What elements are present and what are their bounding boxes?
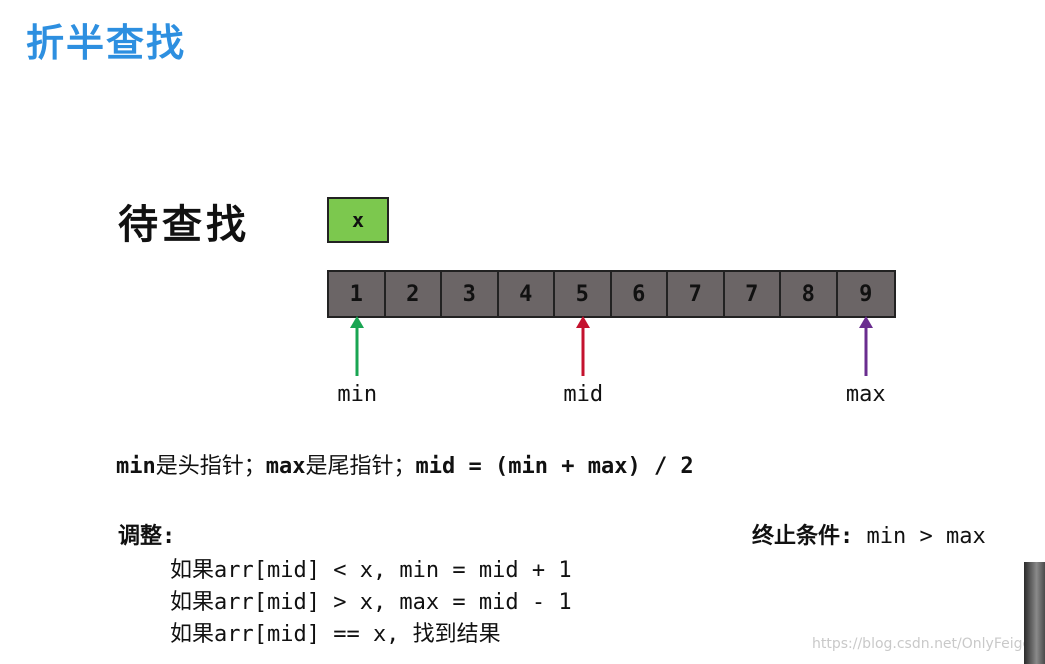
array-row: 1 2 3 4 5 6 7 7 8 9	[327, 270, 896, 318]
max-pointer-label: max	[845, 382, 886, 407]
adjust-title: 调整:	[118, 524, 176, 549]
adjust-rule: 如果arr[mid] == x, 找到结果	[170, 622, 501, 647]
array-cell: 2	[385, 272, 442, 316]
termination-expr: min > max	[853, 524, 986, 549]
page-title: 折半查找	[26, 21, 187, 65]
termination-label: 终止条件:	[752, 524, 854, 549]
watermark: https://blog.csdn.net/OnlyFeiger	[812, 636, 1037, 652]
array-cell: 5	[555, 272, 612, 316]
adjust-rule: 如果arr[mid] < x, min = mid + 1	[170, 558, 572, 583]
mid-pointer-label: mid	[563, 382, 604, 407]
array-cell: 8	[781, 272, 838, 316]
array-cell: 7	[668, 272, 725, 316]
array-cell: 3	[442, 272, 499, 316]
min-pointer-arrow	[350, 316, 365, 376]
array-cell: 1	[329, 272, 386, 316]
min-pointer-label: min	[337, 382, 378, 407]
termination-condition: 终止条件: min > max	[752, 518, 986, 550]
mid-pointer-arrow	[576, 316, 591, 376]
desc-max-text: 是尾指针；	[305, 454, 416, 479]
array-cell: 7	[724, 272, 781, 316]
adjust-rule: 如果arr[mid] > x, max = mid - 1	[170, 590, 572, 615]
array-cell: 4	[498, 272, 555, 316]
desc-min-text: 是头指针；	[155, 454, 266, 479]
desc-min: min	[116, 454, 156, 479]
array-cell: 9	[837, 272, 894, 316]
target-box: x	[327, 197, 389, 243]
target-value: x	[351, 208, 365, 232]
desc-max: max	[265, 454, 306, 479]
pointer-description: min是头指针；max是尾指针；mid = (min + max) / 2	[116, 448, 694, 480]
desc-mid-formula: mid = (min + max) / 2	[415, 454, 694, 479]
array-cell: 6	[611, 272, 668, 316]
max-pointer-arrow	[858, 316, 873, 376]
video-thumbnail-edge	[1024, 562, 1045, 664]
search-label: 待查找	[118, 201, 250, 248]
